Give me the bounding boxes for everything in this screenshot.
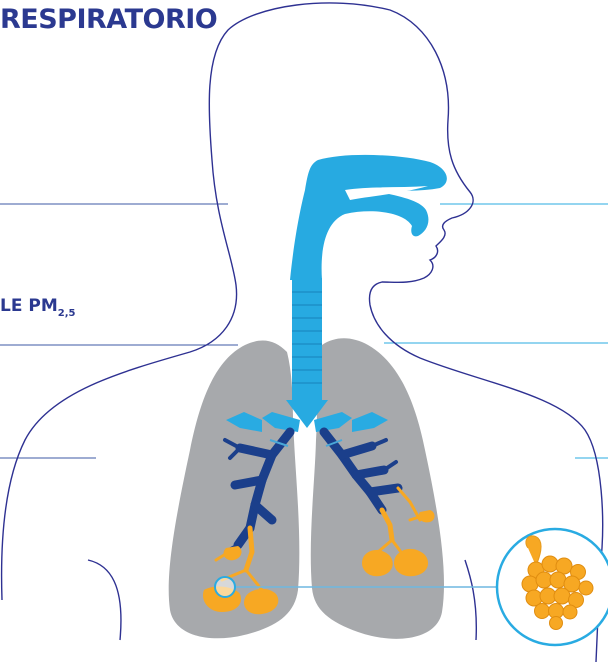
page-title: RESPIRATORIO (0, 4, 217, 35)
right-armpit (465, 560, 476, 640)
pm-label-subscript: 2,5 (58, 308, 76, 319)
pm-label-prefix: LE PM (0, 296, 58, 316)
alveoli-magnified-icon (497, 529, 608, 645)
left-armpit (88, 560, 121, 640)
upper-airway (290, 155, 447, 280)
alveolus-highlight-icon (215, 577, 235, 597)
trachea (286, 278, 328, 428)
pm-label: LE PM2,5 (0, 296, 75, 316)
